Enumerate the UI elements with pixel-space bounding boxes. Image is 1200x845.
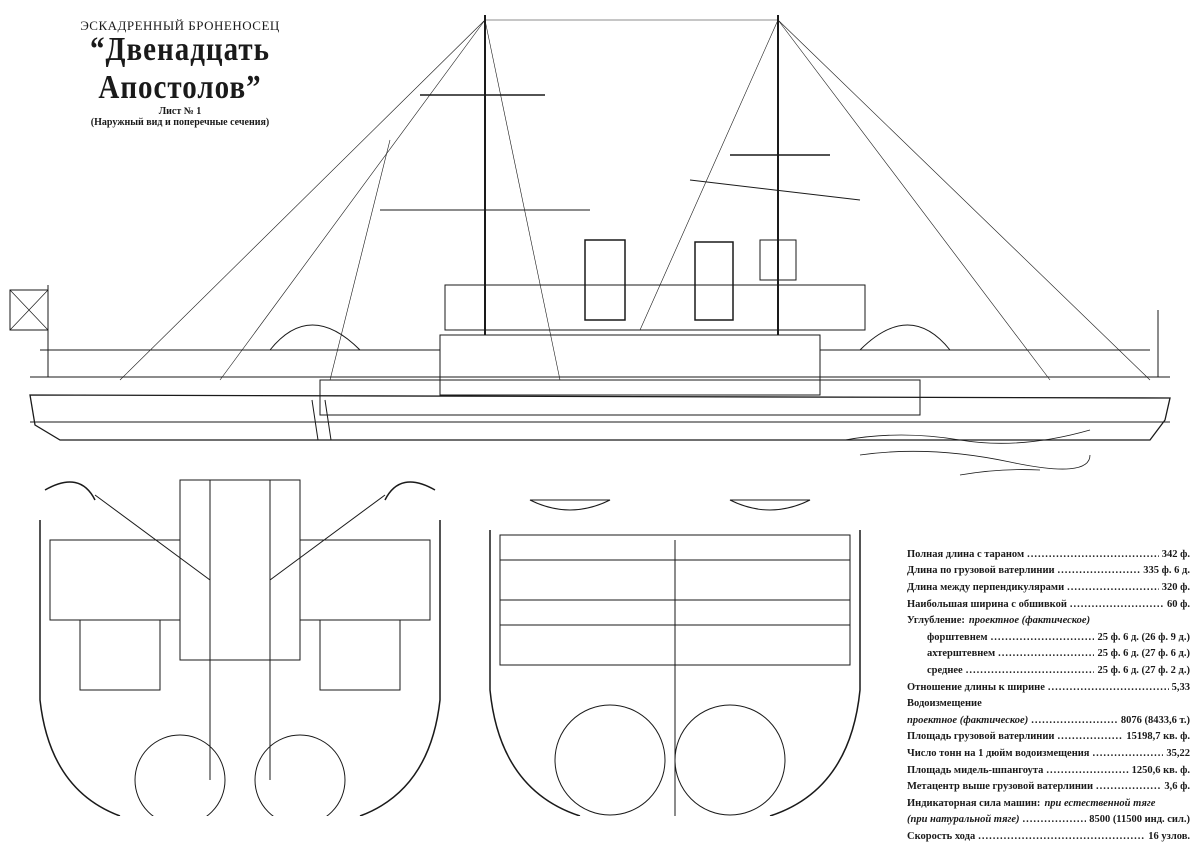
spec-label: Длина между перпендикулярами xyxy=(907,581,1065,593)
spec-value: 1250,6 кв. ф. xyxy=(1131,764,1190,776)
spec-label: Наибольшая ширина с обшивкой xyxy=(907,598,1067,610)
funnel-aft xyxy=(694,241,734,321)
spec-row: проектное (фактическое) 8076 (8433,6 т.) xyxy=(907,712,1190,729)
spec-row: (при натуральной тяге)8500 (11500 инд. с… xyxy=(907,812,1190,829)
spec-row: Наибольшая ширина с обшивкой 60 ф. xyxy=(907,596,1190,613)
spec-row: Длина по грузовой ватерлинии 335 ф. 6 д. xyxy=(907,563,1190,580)
citadel xyxy=(439,334,821,396)
spec-label: Площадь грузовой ватерлинии xyxy=(907,731,1055,743)
spec-row: ахтерштевнем 25 ф. 6 д. (27 ф. 6 д.) xyxy=(907,646,1190,663)
spec-row: Полная длина с тараном 342 ф. xyxy=(907,546,1190,563)
spec-value: 25 ф. 6 д. (27 ф. 6 д.) xyxy=(1097,648,1190,660)
ship-drawing xyxy=(9,15,1171,816)
rigging xyxy=(119,19,1151,381)
spec-value: 25 ф. 6 д. (26 ф. 9 д.) xyxy=(1097,631,1190,643)
ladder xyxy=(311,399,332,441)
ship-name: “Двенадцать Апостолов” xyxy=(90,31,270,106)
spec-value: 8076 (8433,6 т.) xyxy=(1120,714,1190,726)
turret-aft xyxy=(859,324,951,351)
turret-fore xyxy=(269,324,361,351)
belt xyxy=(319,379,921,416)
spec-value: 15198,7 кв. ф. xyxy=(1126,731,1190,743)
spec-label: Индикаторная сила машин: xyxy=(907,797,1041,809)
spec-value: 3,6 ф. xyxy=(1164,781,1190,793)
specifications-table: Полная длина с тараном 342 ф. Длина по гр… xyxy=(907,546,1190,845)
signatures xyxy=(844,429,1091,476)
spec-value: 16 узлов. xyxy=(1148,830,1190,842)
spec-value: 60 ф. xyxy=(1166,598,1190,610)
ship-type: ЭСКАДРЕННЫЙ БРОНЕНОСЕЦ xyxy=(80,18,280,33)
spec-label: Скорость хода xyxy=(907,830,976,842)
funnel-fore xyxy=(584,239,626,321)
spec-row: Метацентр выше грузовой ватерлинии 3,6 ф. xyxy=(907,778,1190,795)
spec-row: форштевнем 25 ф. 6 д. (26 ф. 9 д.) xyxy=(907,629,1190,646)
spec-value: 35,22 xyxy=(1166,747,1190,759)
spec-row: Водоизмещение xyxy=(907,695,1190,712)
spec-label: Число тонн на 1 дюйм водоизмещения xyxy=(907,747,1090,759)
spec-label: Полная длина с тараном xyxy=(907,548,1025,560)
spec-label: форштевнем xyxy=(927,631,988,643)
spec-value: 5,33 xyxy=(1171,681,1190,693)
spec-value: 342 ф. xyxy=(1161,548,1190,560)
spec-value: 25 ф. 6 д. (27 ф. 2 д.) xyxy=(1097,664,1190,676)
spec-note: при естественной тяге xyxy=(1044,797,1156,809)
superstructure xyxy=(444,284,866,331)
spec-row: Отношение длины к ширине 5,33 xyxy=(907,679,1190,696)
spec-row: Длина между перпендикулярами 320 ф. xyxy=(907,579,1190,596)
spec-row: Углубление:проектное (фактическое) xyxy=(907,612,1190,629)
spec-label: Площадь мидель-шпангоута xyxy=(907,764,1044,776)
spec-label: Отношение длины к ширине xyxy=(907,681,1045,693)
spec-row: Площадь мидель-шпангоута 1250,6 кв. ф. xyxy=(907,762,1190,779)
spec-label: среднее xyxy=(927,664,963,676)
spec-value: 335 ф. 6 д. xyxy=(1143,565,1190,577)
spec-row: Площадь грузовой ватерлинии 15198,7 кв. ф… xyxy=(907,729,1190,746)
title-block: ЭСКАДРЕННЫЙ БРОНЕНОСЕЦ “Двенадцать Апост… xyxy=(30,10,330,128)
spec-label: ахтерштевнем xyxy=(927,648,996,660)
spec-label: Длина по грузовой ватерлинии xyxy=(907,565,1055,577)
spec-label: проектное (фактическое) xyxy=(907,714,1029,726)
spec-label: Метацентр выше грузовой ватерлинии xyxy=(907,781,1094,793)
spec-row: Индикаторная сила машин:при естественной… xyxy=(907,795,1190,812)
spec-row: Скорость хода 16 узлов. xyxy=(907,828,1190,845)
sheet-description: (Наружный вид и поперечные сечения) xyxy=(90,117,270,128)
ship-side-view xyxy=(9,15,1171,441)
spec-row: среднее 25 ф. 6 д. (27 ф. 2 д.) xyxy=(907,662,1190,679)
spec-label: Водоизмещение xyxy=(907,698,982,710)
spec-note: проектное (фактическое) xyxy=(968,615,1091,627)
spec-label: Углубление: xyxy=(907,615,965,627)
spec-value: 320 ф. xyxy=(1161,581,1190,593)
spec-row: Число тонн на 1 дюйм водоизмещения 35,22 xyxy=(907,745,1190,762)
cross-section-left xyxy=(39,479,441,816)
sheet-number: Лист № 1 xyxy=(158,106,202,117)
hull-outline xyxy=(29,394,1171,441)
cross-section-right xyxy=(489,499,861,816)
